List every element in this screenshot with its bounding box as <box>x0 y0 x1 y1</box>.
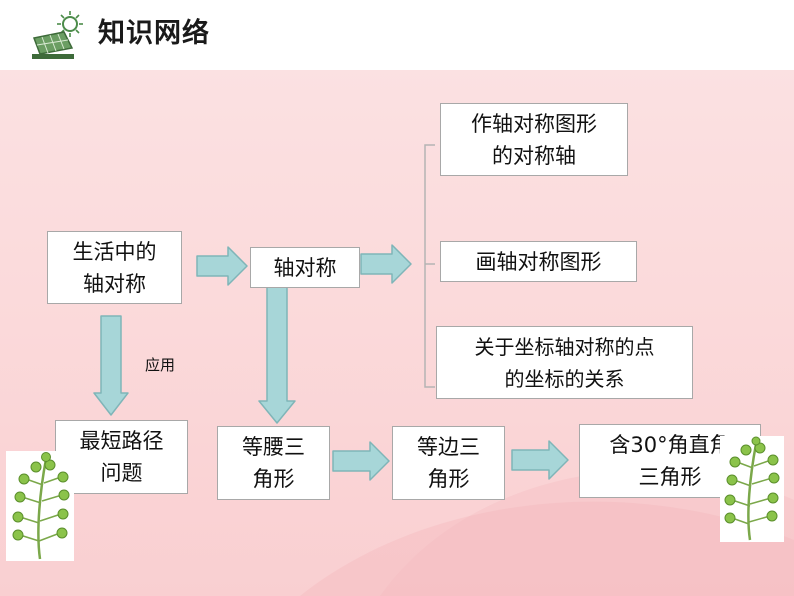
node-draw-symmetry-axis: 作轴对称图形 的对称轴 <box>440 103 628 176</box>
node-coordinate-symmetry: 关于坐标轴对称的点 的坐标的关系 <box>436 326 693 399</box>
page-title: 知识网络 <box>98 18 210 49</box>
arrow-right-2 <box>360 244 412 284</box>
header-bar <box>0 0 794 70</box>
arrow-down-2 <box>258 271 296 424</box>
arrow-right-1 <box>196 246 248 286</box>
plant-decoration-left-icon <box>6 451 74 561</box>
node-draw-symmetric-figure: 画轴对称图形 <box>440 241 637 282</box>
node-isosceles-triangle: 等腰三 角形 <box>217 426 330 500</box>
node-axial-symmetry: 轴对称 <box>250 247 360 288</box>
arrow-right-3 <box>332 441 390 481</box>
arrow-right-4 <box>511 440 569 480</box>
apply-label: 应用 <box>145 356 176 374</box>
node-shortest-path: 最短路径 问题 <box>55 420 188 494</box>
notebook-logo-icon <box>28 8 86 62</box>
plant-decoration-right-icon <box>720 436 784 542</box>
node-daily-life-symmetry: 生活中的 轴对称 <box>47 231 182 304</box>
bracket-line <box>424 144 435 388</box>
arrow-down-1 <box>93 315 129 416</box>
node-equilateral-triangle: 等边三 角形 <box>392 426 505 500</box>
